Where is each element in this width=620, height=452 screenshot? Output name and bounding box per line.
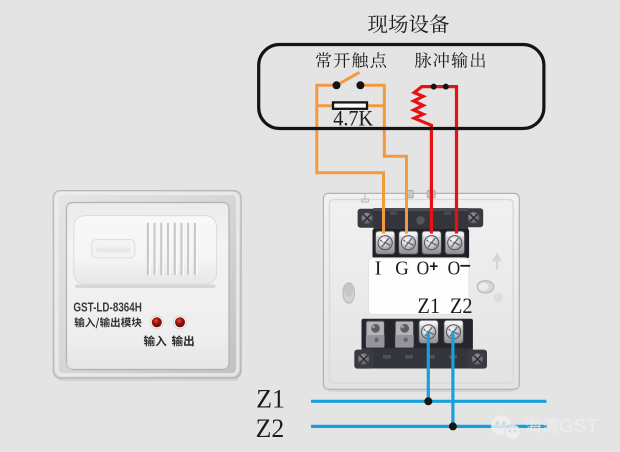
- svg-text:Z1: Z1: [256, 384, 285, 414]
- svg-text:Z2: Z2: [450, 293, 473, 318]
- svg-text:GST: GST: [559, 415, 599, 436]
- svg-text:G: G: [395, 258, 409, 280]
- svg-text:GST-LD-8364H: GST-LD-8364H: [73, 300, 141, 315]
- svg-text:Z1: Z1: [418, 293, 441, 318]
- svg-text:I: I: [375, 258, 382, 280]
- svg-text:O: O: [417, 258, 430, 280]
- svg-text:Z2: Z2: [256, 413, 285, 443]
- svg-text:O: O: [448, 258, 461, 280]
- svg-text:4.7K: 4.7K: [333, 106, 374, 131]
